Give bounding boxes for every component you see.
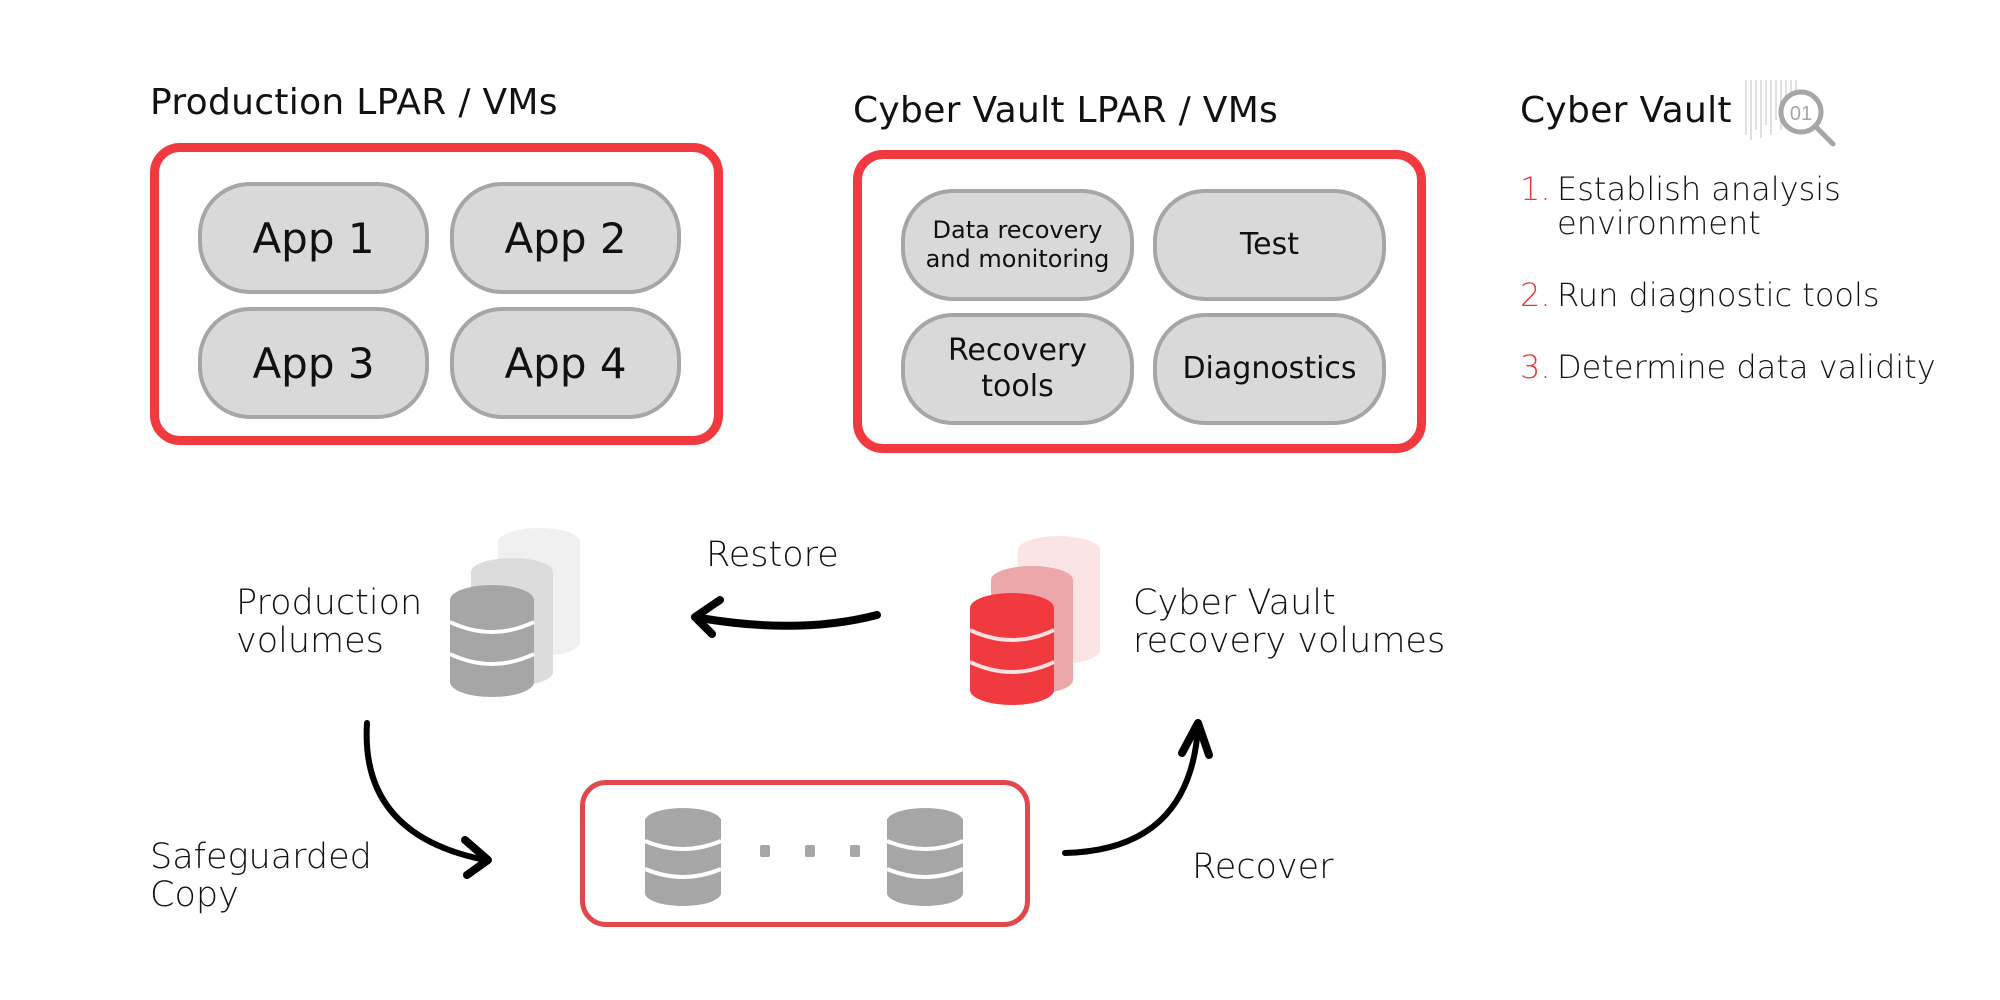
db-front xyxy=(449,585,535,697)
restore-arrow-icon xyxy=(691,596,881,638)
recover-arrow-icon xyxy=(1062,719,1213,856)
safeguarded-db-last-icon xyxy=(886,808,964,906)
cv-recovery-db-stack-icon xyxy=(969,536,1100,705)
ellipsis-dots xyxy=(760,845,860,857)
diagnostics-node: Diagnostics xyxy=(1153,313,1386,425)
cyber-vault-steps: 1.Establish analysis environment 2.Run d… xyxy=(1520,172,1990,422)
safeguarded-copies-box xyxy=(580,780,1030,927)
production-volumes-db-stack-icon xyxy=(449,528,580,697)
magnifier-binary-icon: 01 xyxy=(1745,80,1836,147)
step-item: 1.Establish analysis environment xyxy=(1520,172,1990,240)
step-item: 3.Determine data validity xyxy=(1520,350,1990,384)
cyber-vault-lpar-box: Data recovery and monitoring Test Recove… xyxy=(853,150,1426,453)
recover-label: Recover xyxy=(1192,847,1334,887)
recovery-tools-node: Recovery tools xyxy=(901,313,1134,425)
app-1-node: App 1 xyxy=(198,182,429,294)
step-number: 1. xyxy=(1520,170,1551,208)
magnifier-icon-text: 01 xyxy=(1790,103,1812,125)
restore-label: Restore xyxy=(706,535,839,575)
app-3-node: App 3 xyxy=(198,307,429,419)
data-recovery-node: Data recovery and monitoring xyxy=(901,189,1134,301)
step-text: Determine data validity xyxy=(1557,348,1936,386)
app-2-node: App 2 xyxy=(450,182,681,294)
step-text: Establish analysis environment xyxy=(1557,170,1841,242)
step-number: 2. xyxy=(1520,276,1551,314)
safeguarded-copy-arrow-icon xyxy=(363,720,492,879)
app-4-node: App 4 xyxy=(450,307,681,419)
safeguarded-db-first-icon xyxy=(644,808,722,906)
test-node: Test xyxy=(1153,189,1386,301)
production-lpar-title: Production LPAR / VMs xyxy=(150,82,558,123)
cyber-vault-lpar-title: Cyber Vault LPAR / VMs xyxy=(853,90,1279,131)
step-item: 2.Run diagnostic tools xyxy=(1520,278,1990,312)
step-number: 3. xyxy=(1520,348,1551,386)
production-lpar-box: App 1 App 2 App 3 App 4 xyxy=(150,143,723,445)
cyber-vault-panel-title: Cyber Vault xyxy=(1520,90,1732,131)
step-text: Run diagnostic tools xyxy=(1557,276,1880,314)
